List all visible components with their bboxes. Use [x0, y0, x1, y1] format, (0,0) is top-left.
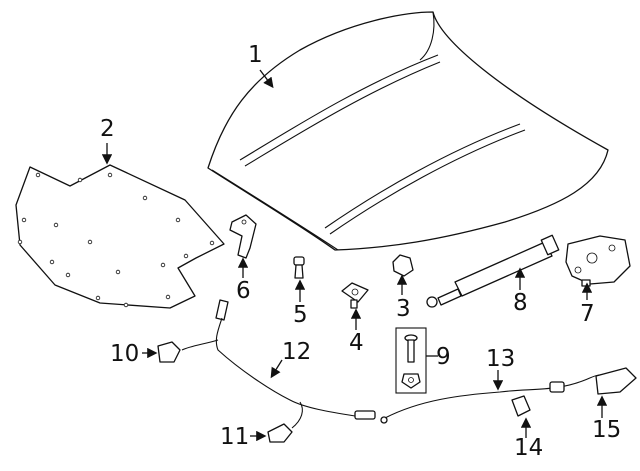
callout-8: 8 — [513, 290, 528, 316]
bolt-nut-kit — [395, 327, 427, 394]
callout-13: 13 — [486, 346, 516, 372]
hood-insulator — [15, 164, 225, 309]
callout-2: 2 — [100, 116, 115, 142]
retainer-pin — [293, 256, 305, 279]
cable-clip-upper — [157, 341, 181, 363]
callout-7: 7 — [580, 301, 595, 327]
callout-11: 11 — [220, 424, 250, 450]
hood-latch — [565, 235, 631, 287]
callout-5: 5 — [293, 302, 308, 328]
callout-14: 14 — [514, 435, 544, 461]
hood-prop-bracket — [229, 214, 257, 259]
release-cable — [181, 299, 376, 429]
callout-6: 6 — [236, 278, 251, 304]
leader-lines — [101, 69, 608, 442]
clip — [392, 254, 414, 277]
release-handle — [595, 367, 637, 395]
hood-bumper — [341, 282, 369, 309]
callout-4: 4 — [349, 330, 364, 356]
callout-12: 12 — [282, 339, 312, 365]
callout-10: 10 — [110, 341, 140, 367]
release-cable-front — [380, 374, 611, 424]
callout-1: 1 — [248, 42, 263, 68]
callout-3: 3 — [396, 296, 411, 322]
cable-guide — [511, 395, 531, 417]
callout-15: 15 — [592, 417, 622, 443]
cable-clip-lower — [267, 423, 293, 443]
lift-support-strut — [426, 234, 560, 308]
hood-panel — [207, 11, 609, 251]
callout-9: 9 — [436, 344, 451, 370]
